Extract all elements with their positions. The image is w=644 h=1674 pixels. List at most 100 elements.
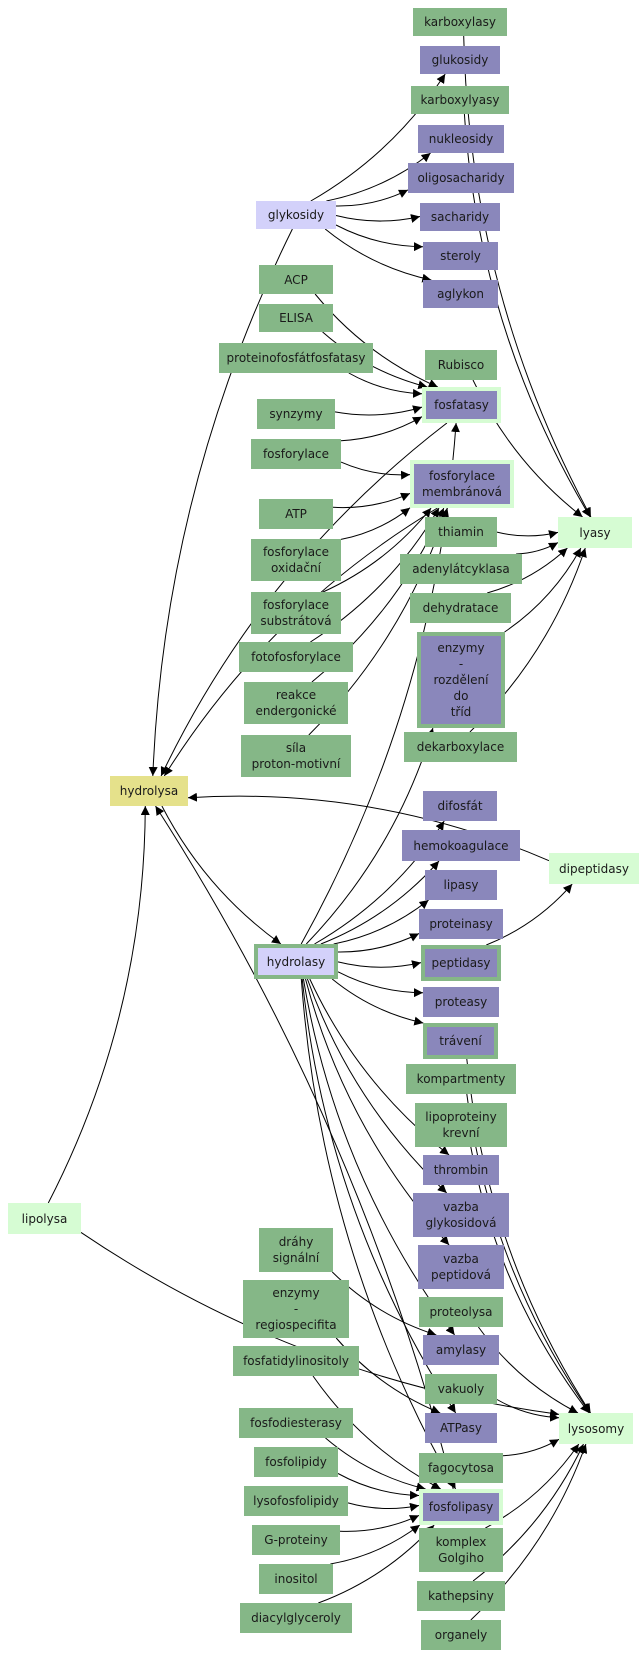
node-diacylglyceroly[interactable]: diacylglyceroly (240, 1603, 352, 1633)
node-steroly[interactable]: steroly (423, 242, 498, 270)
edge-atp-to-fosforylace-membranova (332, 492, 411, 509)
edge-proteinofosfatfosfatasy-to-fosfatasy (348, 372, 423, 398)
node-glykosidy[interactable]: glykosidy (256, 201, 336, 229)
edge-hydrolasy-to-proteasy (337, 971, 424, 998)
edge-fosfodiesterasy-to-fosfolipasy (325, 1437, 426, 1492)
node-lipasy[interactable]: lipasy (425, 870, 497, 900)
node-proteinasy[interactable]: proteinasy (419, 909, 503, 939)
node-enzymy-rozdeleni[interactable]: enzymy - rozdělení do tříd (417, 632, 505, 728)
edge-glykosidy-to-sacharidy (335, 214, 421, 223)
node-lyasy[interactable]: lyasy (558, 517, 632, 548)
edge-glykosidy-to-steroly (335, 224, 424, 252)
node-atpasy[interactable]: ATPasy (425, 1413, 497, 1443)
node-fosfatidylinositoly[interactable]: fosfatidylinositoly (233, 1346, 359, 1376)
node-inositol[interactable]: inositol (259, 1564, 333, 1594)
edge-hydrolasy-to-atpasy (301, 978, 457, 1414)
edge-glykosidy-to-aglykon (324, 228, 432, 283)
node-sacharidy[interactable]: sacharidy (420, 203, 500, 231)
edge-hydrolasy-to-lipasy (333, 899, 429, 945)
node-glukosidy[interactable]: glukosidy (420, 46, 500, 74)
node-kathepsiny[interactable]: kathepsiny (417, 1581, 505, 1611)
node-hydrolysa[interactable]: hydrolysa (110, 776, 188, 806)
node-enzymy-regiospecifita[interactable]: enzymy - regiospecifita (243, 1280, 349, 1338)
node-proteinofosfatfosfatasy[interactable]: proteinofosfátfosfatasy (219, 343, 373, 373)
node-fotofosforylace[interactable]: fotofosforylace (239, 642, 353, 672)
edge-fosforylace-to-fosforylace-membranova (340, 461, 411, 480)
node-sila-proton-motivni[interactable]: síla proton-motivní (241, 735, 351, 777)
node-atp[interactable]: ATP (259, 499, 333, 529)
edge-fosfolipidy-to-fosfolipasy (337, 1473, 420, 1500)
node-lysofosfolipidy[interactable]: lysofosfolipidy (244, 1486, 348, 1516)
edge-enzymy-rozdeleni-to-lyasy (504, 547, 582, 633)
node-reakce-endergonicke[interactable]: reakce endergonické (244, 682, 348, 724)
node-thrombin[interactable]: thrombin (423, 1155, 499, 1185)
edge-hydrolysa-to-hydrolasy (161, 805, 282, 945)
node-hydrolasy[interactable]: hydrolasy (254, 944, 338, 979)
node-rubisco[interactable]: Rubisco (425, 350, 497, 380)
node-amylasy[interactable]: amylasy (423, 1335, 499, 1365)
node-hemokoagulace[interactable]: hemokoagulace (402, 830, 520, 861)
node-elisa[interactable]: ELISA (259, 304, 333, 332)
edge-adenylatcyklasa-to-lyasy (516, 542, 559, 555)
node-lipolysa[interactable]: lipolysa (8, 1203, 81, 1234)
edge-fosfolipasy-to-hydrolysa (155, 805, 454, 1490)
node-dipeptidasy[interactable]: dipeptidasy (549, 853, 639, 884)
node-lysosomy[interactable]: lysosomy (559, 1413, 633, 1444)
edge-inositol-to-fosfolipasy (330, 1524, 421, 1565)
edge-glykosidy-to-nukleosidy (326, 152, 431, 202)
node-dekarboxylace[interactable]: dekarboxylace (404, 732, 517, 762)
edge-lipolysa-to-hydrolysa (47, 805, 150, 1204)
node-vakuoly[interactable]: vakuoly (425, 1374, 497, 1404)
node-karboxylyasy[interactable]: karboxylyasy (411, 86, 509, 114)
edge-fosforylace-oxidacni-to-fosforylace-membranova (340, 507, 411, 540)
node-dehydratace[interactable]: dehydratace (410, 593, 511, 623)
node-fosforylace-membranova[interactable]: fosforylace membránová (410, 460, 514, 508)
node-nukleosidy[interactable]: nukleosidy (418, 125, 504, 153)
edge-fosforylace-to-fosfatasy (340, 416, 423, 442)
node-difosfat[interactable]: difosfát (423, 791, 497, 821)
node-fosforylace[interactable]: fosforylace (251, 439, 341, 469)
node-traveni[interactable]: trávení (423, 1023, 498, 1059)
node-organely[interactable]: organely (421, 1620, 501, 1650)
edge-dehydratace-to-lyasy (487, 547, 568, 594)
node-fosfolipasy[interactable]: fosfolipasy (419, 1489, 503, 1525)
edge-hydrolasy-to-peptidasy (337, 960, 422, 970)
node-fosfolipidy[interactable]: fosfolipidy (254, 1447, 338, 1477)
node-drahy-signalni[interactable]: dráhy signální (259, 1228, 333, 1272)
node-peptidasy[interactable]: peptidasy (421, 945, 501, 981)
edge-fagocytosa-to-lysosomy (502, 1438, 560, 1457)
node-lipoproteiny-krevni[interactable]: lipoproteiny krevní (415, 1103, 507, 1147)
edge-peptidasy-to-dipeptidasy (486, 883, 573, 946)
node-vazba-peptidova[interactable]: vazba peptidová (418, 1245, 504, 1289)
node-fagocytosa[interactable]: fagocytosa (419, 1453, 503, 1483)
node-aglykon[interactable]: aglykon (423, 280, 498, 308)
node-proteasy[interactable]: proteasy (423, 987, 499, 1017)
node-fosfodiesterasy[interactable]: fosfodiesterasy (239, 1408, 353, 1438)
edge-g-proteiny-to-fosfolipasy (339, 1514, 420, 1532)
node-fosforylace-oxidacni[interactable]: fosforylace oxidační (251, 539, 341, 581)
node-synzymy[interactable]: synzymy (257, 399, 335, 429)
edge-glykosidy-to-oligosacharidy (335, 189, 409, 207)
node-oligosacharidy[interactable]: oligosacharidy (408, 163, 514, 193)
node-komplex-golgiho[interactable]: komplex Golgiho (419, 1528, 503, 1572)
node-karboxylasy[interactable]: karboxylasy (413, 8, 507, 36)
edge-synzymy-to-fosfatasy (334, 405, 423, 416)
edge-fosfatasy-to-hydrolysa (160, 422, 448, 777)
node-vazba-glykosidova[interactable]: vazba glykosidová (413, 1193, 509, 1237)
node-proteolysa[interactable]: proteolysa (419, 1297, 503, 1327)
node-g-proteiny[interactable]: G-proteiny (252, 1525, 340, 1555)
edge-vakuoly-to-lysosomy (496, 1399, 560, 1422)
node-adenylatcyklasa[interactable]: adenylátcyklasa (400, 554, 522, 584)
node-fosforylace-substratova[interactable]: fosforylace substrátová (251, 592, 341, 634)
node-acp[interactable]: ACP (259, 265, 333, 294)
edge-hydrolasy-to-traveni (331, 978, 424, 1026)
edge-hydrolasy-to-fosfolipasy (300, 978, 457, 1490)
edge-lysofosfolipidy-to-fosfolipasy (347, 1502, 420, 1512)
node-thiamin[interactable]: thiamin (425, 517, 497, 547)
node-kompartmenty[interactable]: kompartmenty (406, 1064, 516, 1094)
edge-hydrolasy-to-amylasy (302, 978, 456, 1336)
node-fosfatasy[interactable]: fosfatasy (422, 387, 501, 423)
edge-fosforylace-substratova-to-fosforylace-membranova (322, 507, 432, 593)
edge-glykosidy-to-hydrolysa (148, 228, 293, 777)
